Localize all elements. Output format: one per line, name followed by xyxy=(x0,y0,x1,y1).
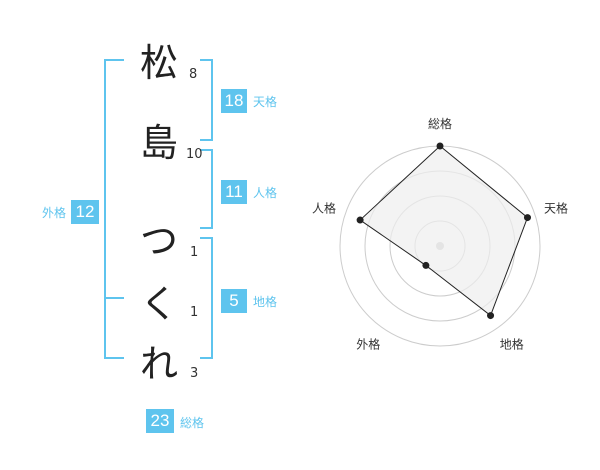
soukaku-value-badge: 23 xyxy=(146,409,174,433)
stroke-count-3: 1 xyxy=(190,245,199,260)
chikaku-value-badge: 5 xyxy=(221,289,247,313)
chikaku-bracket xyxy=(200,237,213,359)
radar-axis-label-3: 地格 xyxy=(500,337,524,352)
stroke-count-2: 10 xyxy=(186,147,203,162)
radar-axis-label-1: 総格 xyxy=(428,116,452,131)
jinkaku-value-badge: 11 xyxy=(221,180,247,204)
radar-axis-label-5: 人格 xyxy=(312,200,336,215)
gaikaku-label: 外格 xyxy=(42,206,67,220)
radar-point-4 xyxy=(422,261,430,269)
radar-axis-label-4: 外格 xyxy=(356,337,380,352)
name-char-4: く xyxy=(140,282,179,326)
tenkaku-bracket xyxy=(200,59,213,141)
name-char-1: 松 xyxy=(140,41,179,85)
gaikaku-value-badge: 12 xyxy=(71,200,99,224)
name-char-2: 島 xyxy=(140,121,179,165)
soukaku-label: 総格 xyxy=(180,416,205,430)
radar-point-3 xyxy=(487,312,495,320)
stroke-count-5: 3 xyxy=(190,366,199,381)
radar-polygon xyxy=(359,145,529,317)
tenkaku-label: 天格 xyxy=(253,95,278,109)
name-char-3: つ xyxy=(140,219,179,263)
radar-point-2 xyxy=(523,214,531,222)
radar-point-1 xyxy=(436,142,444,150)
radar-axis-label-2: 天格 xyxy=(544,200,568,215)
stroke-count-1: 8 xyxy=(189,67,198,82)
jinkaku-bracket xyxy=(200,149,213,229)
name-char-5: れ xyxy=(140,342,179,386)
gaikaku-bracket xyxy=(104,59,124,359)
stroke-count-4: 1 xyxy=(190,305,199,320)
tenkaku-value-badge: 18 xyxy=(221,89,247,113)
radar-point-5 xyxy=(356,216,364,224)
jinkaku-label: 人格 xyxy=(253,186,278,200)
chikaku-label: 地格 xyxy=(253,295,278,309)
stroke-brackets xyxy=(104,59,213,359)
